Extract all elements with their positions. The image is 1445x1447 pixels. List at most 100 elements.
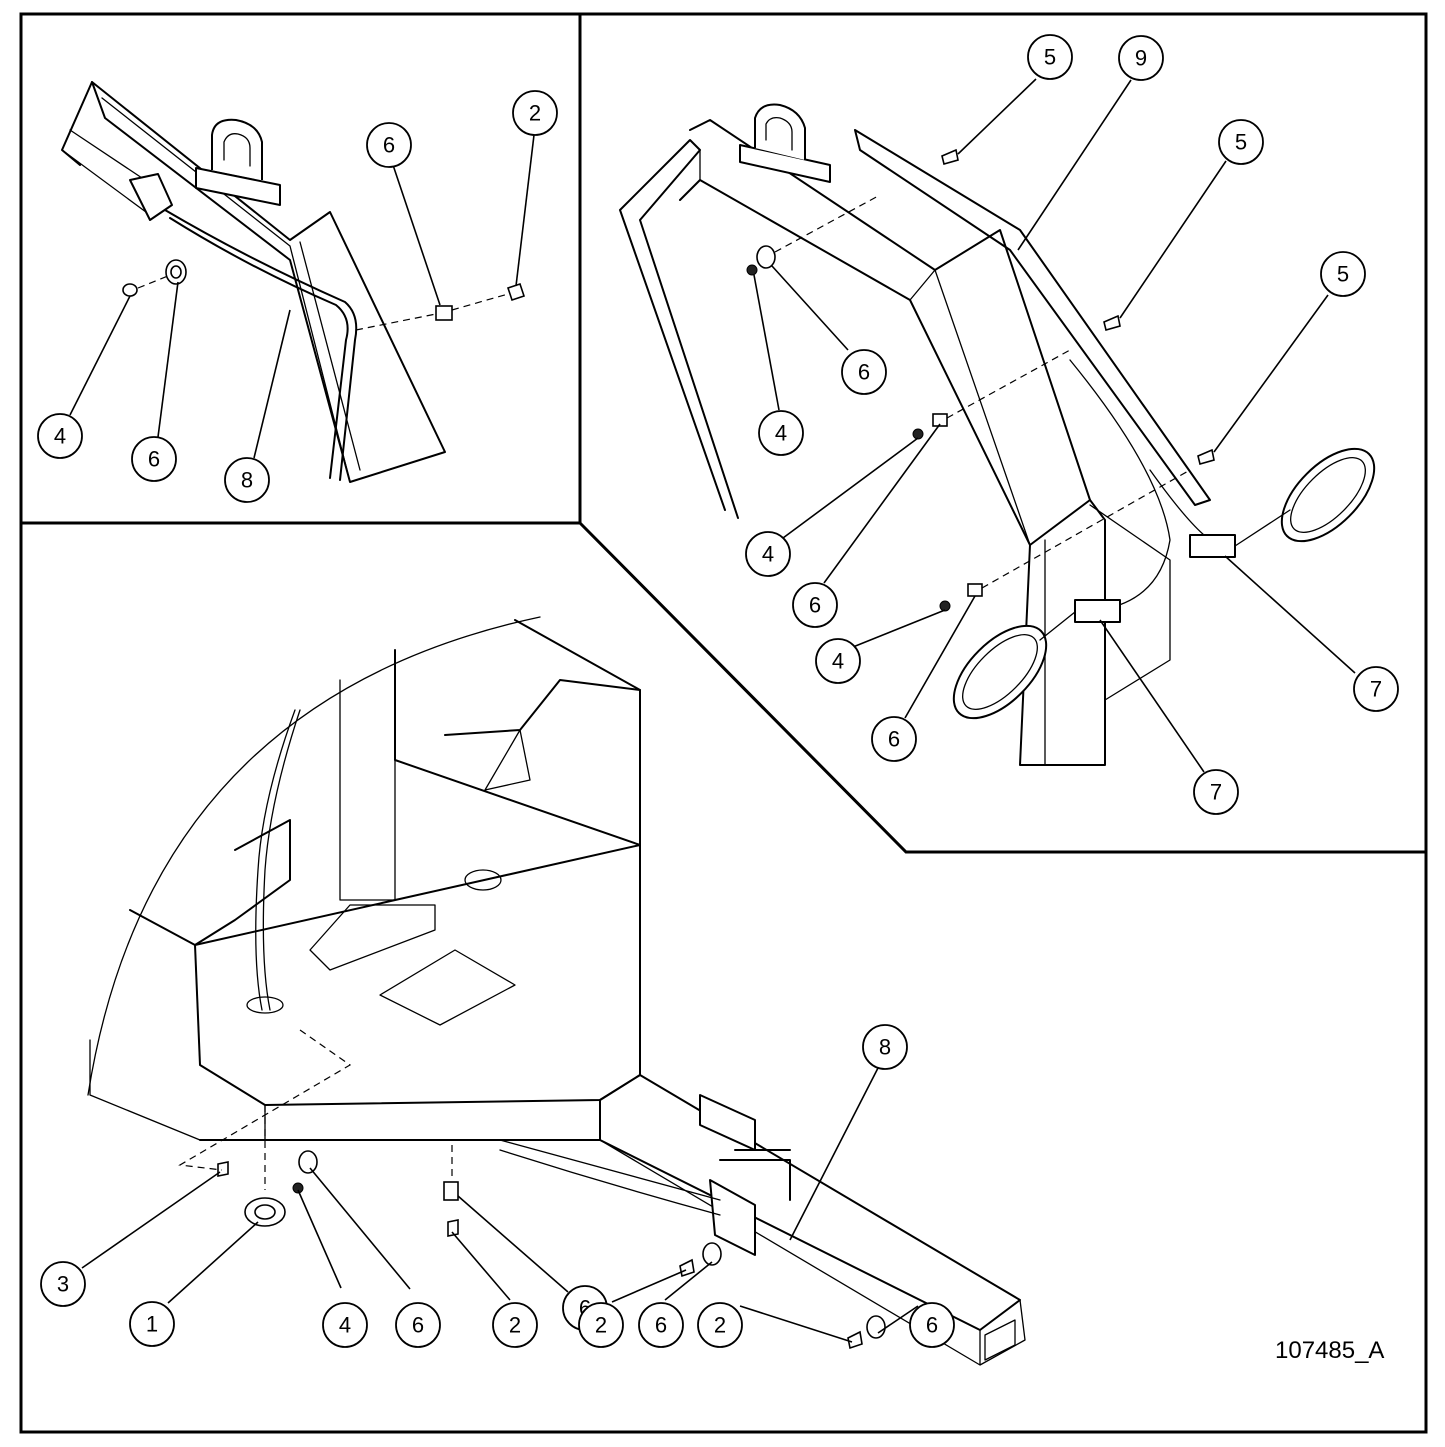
nut-right-a (746, 264, 758, 276)
callout-label: 6 (383, 133, 395, 158)
callout-label: 4 (339, 1313, 351, 1338)
clamp-right-a (756, 245, 776, 269)
callout-balloon: 2 (697, 1302, 743, 1348)
callout-balloon: 4 (758, 410, 804, 456)
callout-balloon: 6 (638, 1302, 684, 1348)
callout-label: 5 (1337, 262, 1349, 287)
clamp-right-c (967, 583, 983, 597)
bolt-bottom-b (447, 1219, 459, 1237)
callout-balloon: 6 (395, 1302, 441, 1348)
callout-label: 4 (762, 542, 774, 567)
break-line (87, 616, 541, 1096)
callout-label: 4 (775, 421, 787, 446)
callout-balloon: 8 (224, 457, 270, 503)
callout-balloon: 5 (1027, 34, 1073, 80)
callout-balloons: 2 6 4 6 8 5 9 5 5 6 4 4 6 4 6 7 7 8 3 6 … (37, 34, 1399, 1348)
bolt-bottom-d (847, 1330, 863, 1350)
top-left-assembly (61, 81, 526, 483)
callout-balloon: 6 (871, 716, 917, 762)
callout-balloon: 3 (40, 1261, 86, 1307)
clamp-bottom-b (443, 1181, 459, 1201)
callout-balloon: 7 (1193, 769, 1239, 815)
clamp-top-left (165, 259, 187, 285)
callout-label: 4 (54, 424, 66, 449)
callout-balloon: 6 (909, 1302, 955, 1348)
callout-balloon: 6 (366, 122, 412, 168)
nut-right-c (939, 600, 951, 612)
callout-label: 5 (1044, 45, 1056, 70)
callout-balloon: 4 (37, 413, 83, 459)
wire-bottom (255, 709, 301, 1011)
callout-balloon: 1 (129, 1301, 175, 1347)
callout-label: 6 (655, 1313, 667, 1338)
callout-label: 7 (1210, 780, 1222, 805)
lifting-eye-right (739, 103, 831, 183)
callout-label: 2 (714, 1313, 726, 1338)
clamp-bottom-c (702, 1242, 722, 1266)
callout-label: 6 (858, 360, 870, 385)
callout-label: 6 (412, 1313, 424, 1338)
screw-bottom (217, 1161, 229, 1177)
frame-beam-top-left (91, 81, 446, 483)
cable-top-left (164, 209, 358, 481)
callout-label: 3 (57, 1272, 69, 1297)
callout-balloon: 8 (862, 1024, 908, 1070)
callout-balloon: 4 (745, 531, 791, 577)
callout-balloon: 6 (792, 582, 838, 628)
callout-balloon: 6 (131, 436, 177, 482)
panel-frames (19, 12, 1428, 1434)
lifting-eye (195, 118, 281, 206)
panel-divider-diagonal (578, 521, 1426, 854)
callout-label: 2 (509, 1313, 521, 1338)
callout-balloon: 5 (1218, 119, 1264, 165)
deck-plate (194, 844, 641, 1106)
callout-label: 8 (241, 468, 253, 493)
screw-right-b (1103, 314, 1121, 331)
leader-lines (69, 78, 1356, 1343)
callout-balloon: 4 (815, 638, 861, 684)
clamp-bottom-d (866, 1315, 886, 1339)
callout-balloon: 9 (1118, 35, 1164, 81)
top-right-assembly (619, 103, 1376, 766)
bottom-assembly (87, 616, 1026, 1366)
nut-top-left (122, 283, 138, 297)
callout-label: 4 (832, 649, 844, 674)
connector-upper (1189, 534, 1236, 558)
callout-balloon: 7 (1353, 666, 1399, 712)
clamp-top-left-right (435, 305, 453, 321)
callout-balloon: 2 (578, 1302, 624, 1348)
fender-bracket (854, 129, 1211, 506)
callout-label: 5 (1235, 130, 1247, 155)
callout-label: 6 (926, 1313, 938, 1338)
clamp-right-b (932, 413, 948, 427)
lamp-upper (1280, 447, 1376, 543)
callout-balloon: 6 (841, 349, 887, 395)
callout-label: 2 (529, 101, 541, 126)
callout-label: 8 (879, 1035, 891, 1060)
bolt-top-left (506, 282, 526, 302)
screw-right-c (1197, 448, 1215, 465)
callout-balloon: 2 (492, 1302, 538, 1348)
callout-balloon: 2 (512, 90, 558, 136)
connector-lower (1074, 599, 1121, 623)
callout-label: 2 (595, 1313, 607, 1338)
frame-upright (619, 139, 739, 519)
outer-border (19, 12, 1428, 1434)
callout-label: 7 (1370, 677, 1382, 702)
callout-label: 6 (888, 727, 900, 752)
callout-label: 1 (146, 1312, 158, 1337)
screw-right-a (941, 148, 959, 165)
bolt-bottom-c (679, 1258, 695, 1278)
drawing-number: 107485_A (1275, 1337, 1384, 1364)
callout-label: 9 (1135, 46, 1147, 71)
callout-balloon: 4 (322, 1302, 368, 1348)
callout-balloon: 5 (1320, 251, 1366, 297)
callout-label: 6 (809, 593, 821, 618)
callout-label: 6 (148, 447, 160, 472)
clamp-bottom-a (298, 1150, 318, 1174)
tongue-tube (599, 1074, 1021, 1331)
lamp-lower (952, 624, 1048, 720)
nut-right-b (912, 428, 924, 440)
nut-bottom-a (292, 1182, 304, 1194)
